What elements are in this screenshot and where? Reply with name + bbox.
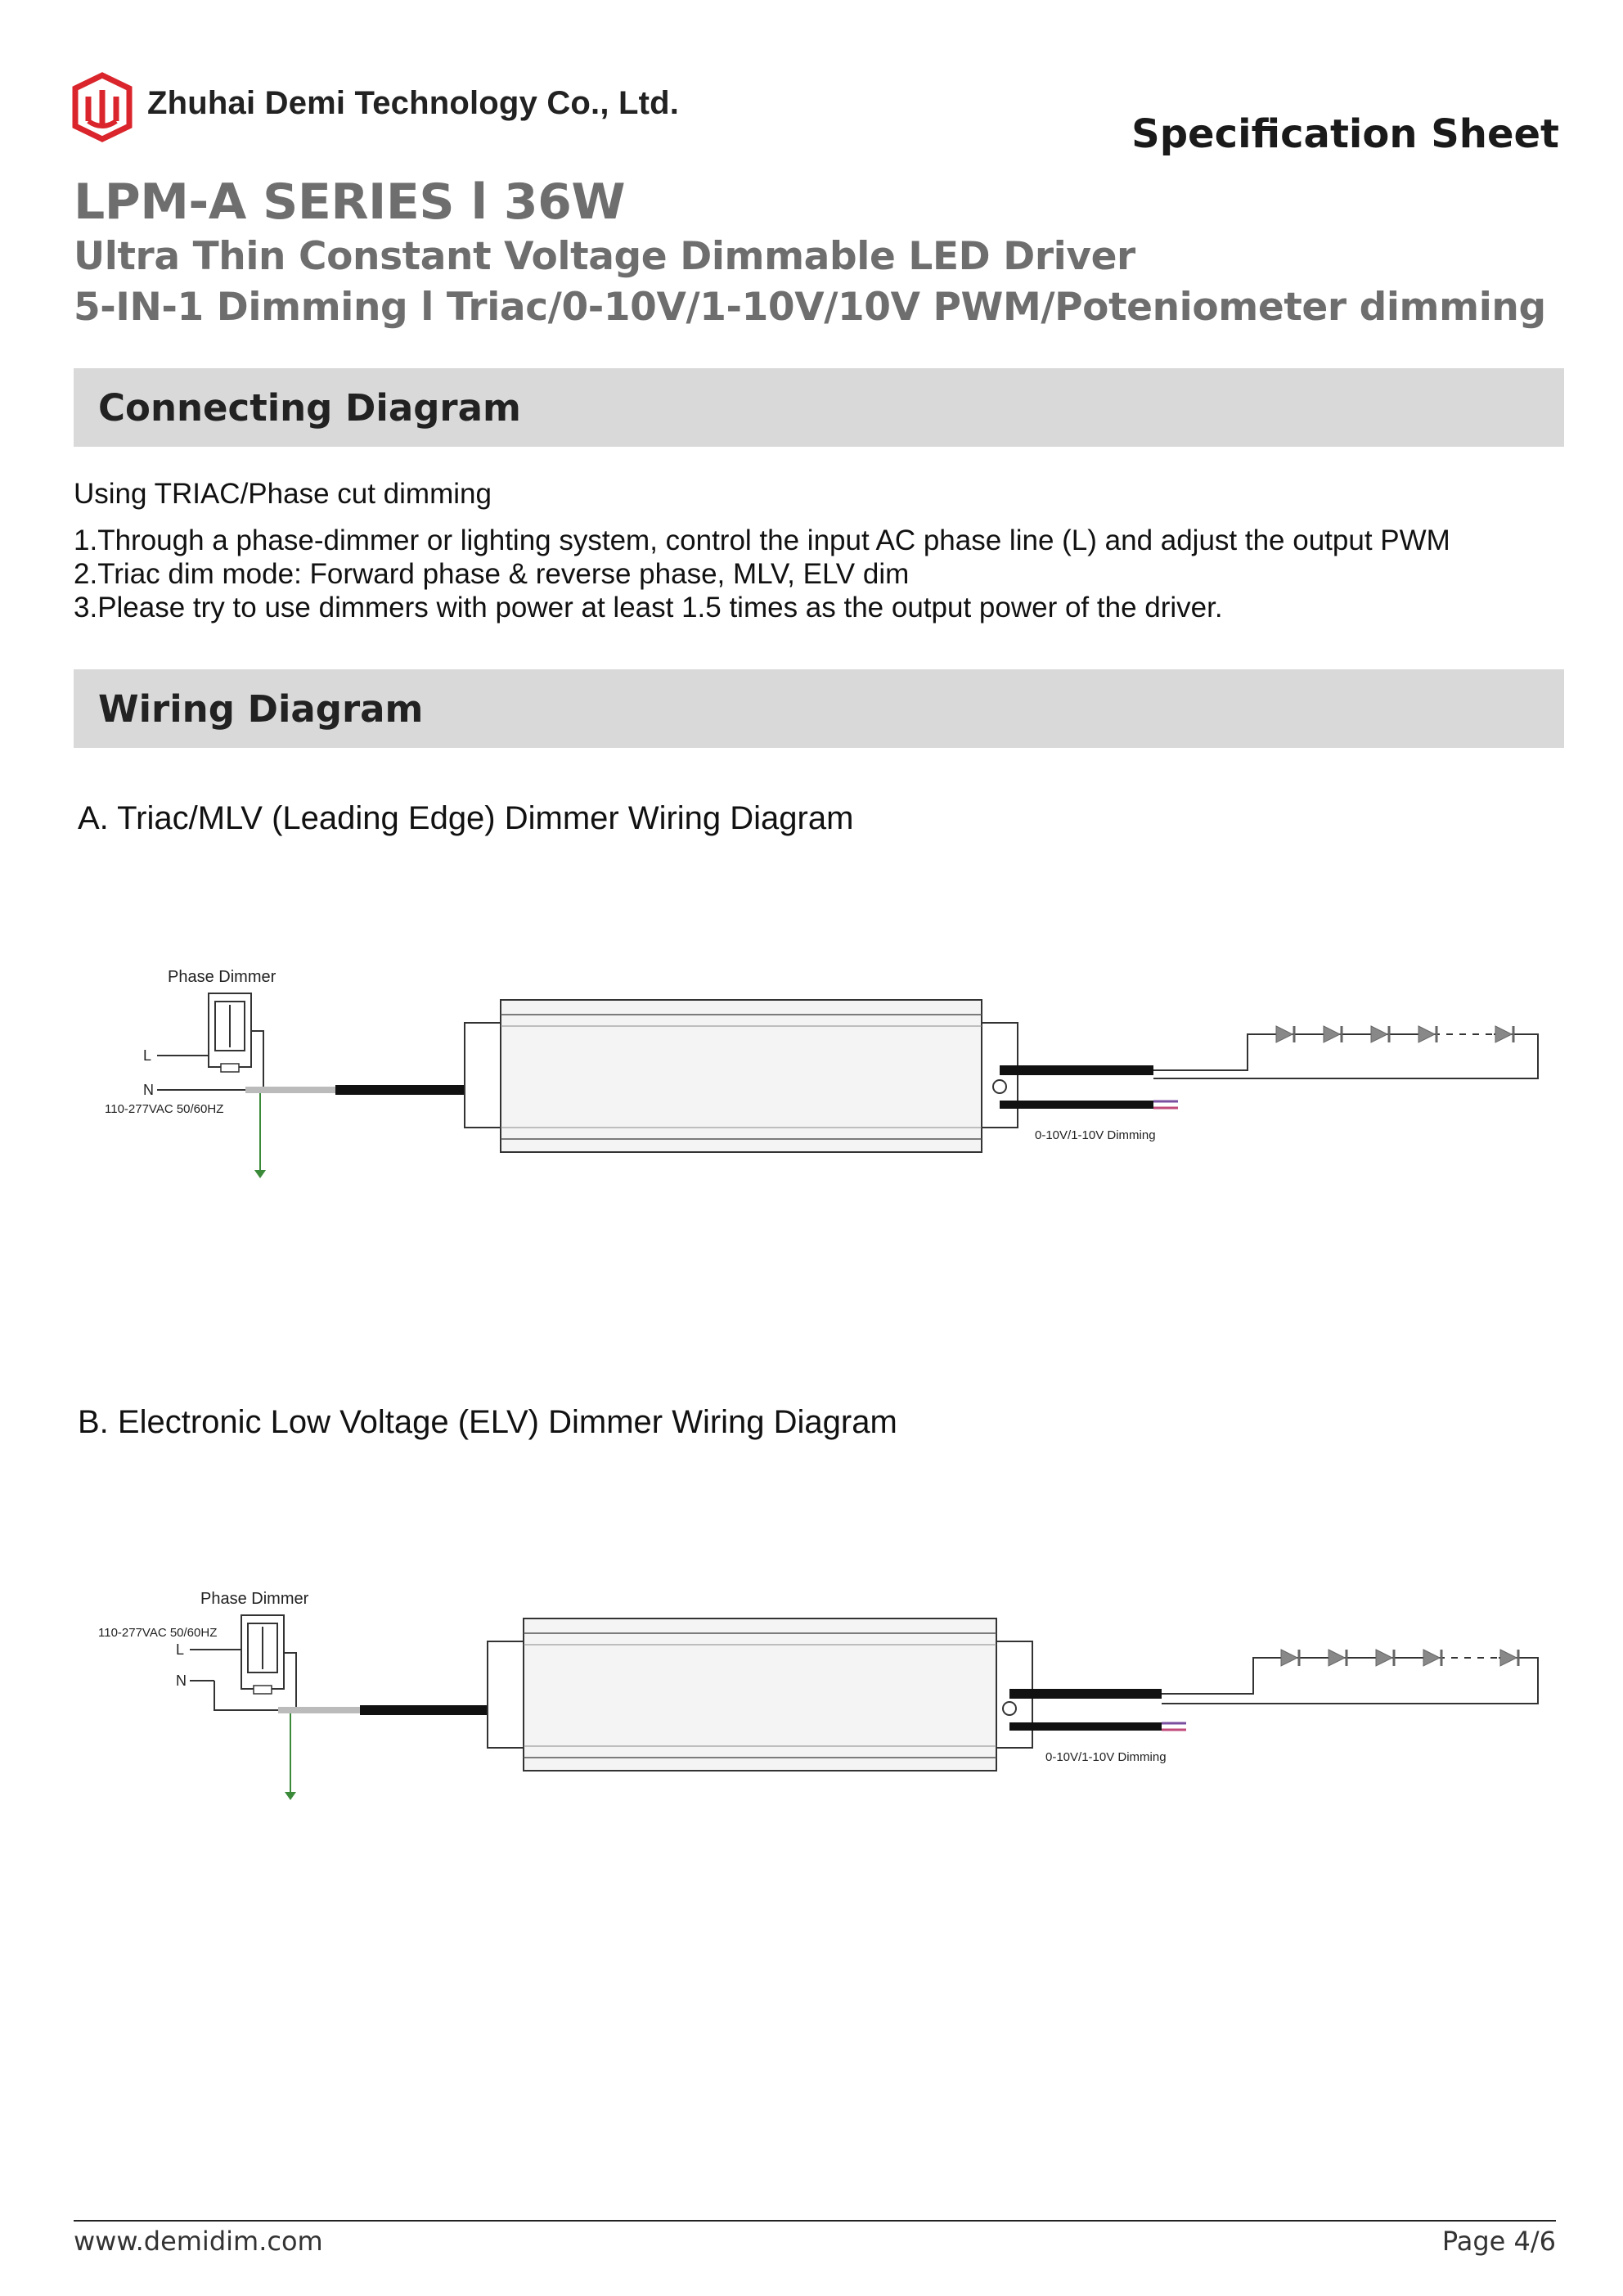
wiring-diagram-header: Wiring Diagram: [74, 669, 1564, 748]
diagram-b-wiring: Phase Dimmer 110-277VAC 50/60HZ L N 0-10…: [98, 1590, 1539, 1800]
neutral-label: N: [176, 1672, 187, 1689]
line-label: L: [176, 1641, 184, 1658]
phase-dimmer-icon: [241, 1614, 285, 1695]
line-label: L: [143, 1047, 151, 1064]
company-name: Zhuhai Demi Technology Co., Ltd.: [147, 85, 680, 121]
footer-website: www.demidim.com: [74, 2226, 323, 2257]
instruction-line-1: 1.Through a phase-dimmer or lighting sys…: [74, 524, 1450, 556]
intro-text: Using TRIAC/Phase cut dimming: [74, 478, 492, 510]
neutral-label: N: [143, 1082, 154, 1098]
dimming-subtitle: 5-IN-1 Dimming l Triac/0-10V/1-10V/10V P…: [74, 285, 1546, 330]
diagram-a-wiring: Phase Dimmer L N 110-277VAC 50/60HZ 0-10…: [105, 968, 1539, 1178]
input-voltage-label: 110-277VAC 50/60HZ: [105, 1102, 223, 1116]
phase-dimmer-icon: [208, 993, 252, 1073]
instruction-line-3: 3.Please try to use dimmers with power a…: [74, 592, 1223, 624]
connecting-diagram-header: Connecting Diagram: [74, 368, 1564, 447]
input-voltage-label: 110-277VAC 50/60HZ: [98, 1626, 217, 1640]
led-string-icon: [1280, 1649, 1520, 1667]
product-subtitle: Ultra Thin Constant Voltage Dimmable LED…: [74, 234, 1135, 279]
footer-divider: [74, 2220, 1556, 2222]
instruction-line-2: 2.Triac dim mode: Forward phase & revers…: [74, 558, 910, 590]
phase-dimmer-label: Phase Dimmer: [168, 968, 276, 986]
led-driver-body: [464, 999, 1018, 1153]
section-heading: Connecting Diagram: [98, 386, 521, 430]
document-type: Specification Sheet: [1131, 111, 1559, 157]
section-heading: Wiring Diagram: [98, 687, 424, 731]
led-driver-body: [487, 1618, 1033, 1772]
diagram-a-title: A. Triac/MLV (Leading Edge) Dimmer Wirin…: [78, 800, 854, 836]
series-title: LPM-A SERIES l 36W: [74, 173, 626, 231]
dimming-wire-label: 0-10V/1-10V Dimming: [1045, 1750, 1167, 1764]
diagram-b-title: B. Electronic Low Voltage (ELV) Dimmer W…: [78, 1404, 897, 1440]
page-number: Page 4/6: [1441, 2226, 1556, 2257]
led-string-icon: [1275, 1025, 1515, 1043]
company-logo: [72, 72, 133, 142]
phase-dimmer-label: Phase Dimmer: [200, 1590, 309, 1608]
dimming-wire-label: 0-10V/1-10V Dimming: [1035, 1128, 1156, 1142]
